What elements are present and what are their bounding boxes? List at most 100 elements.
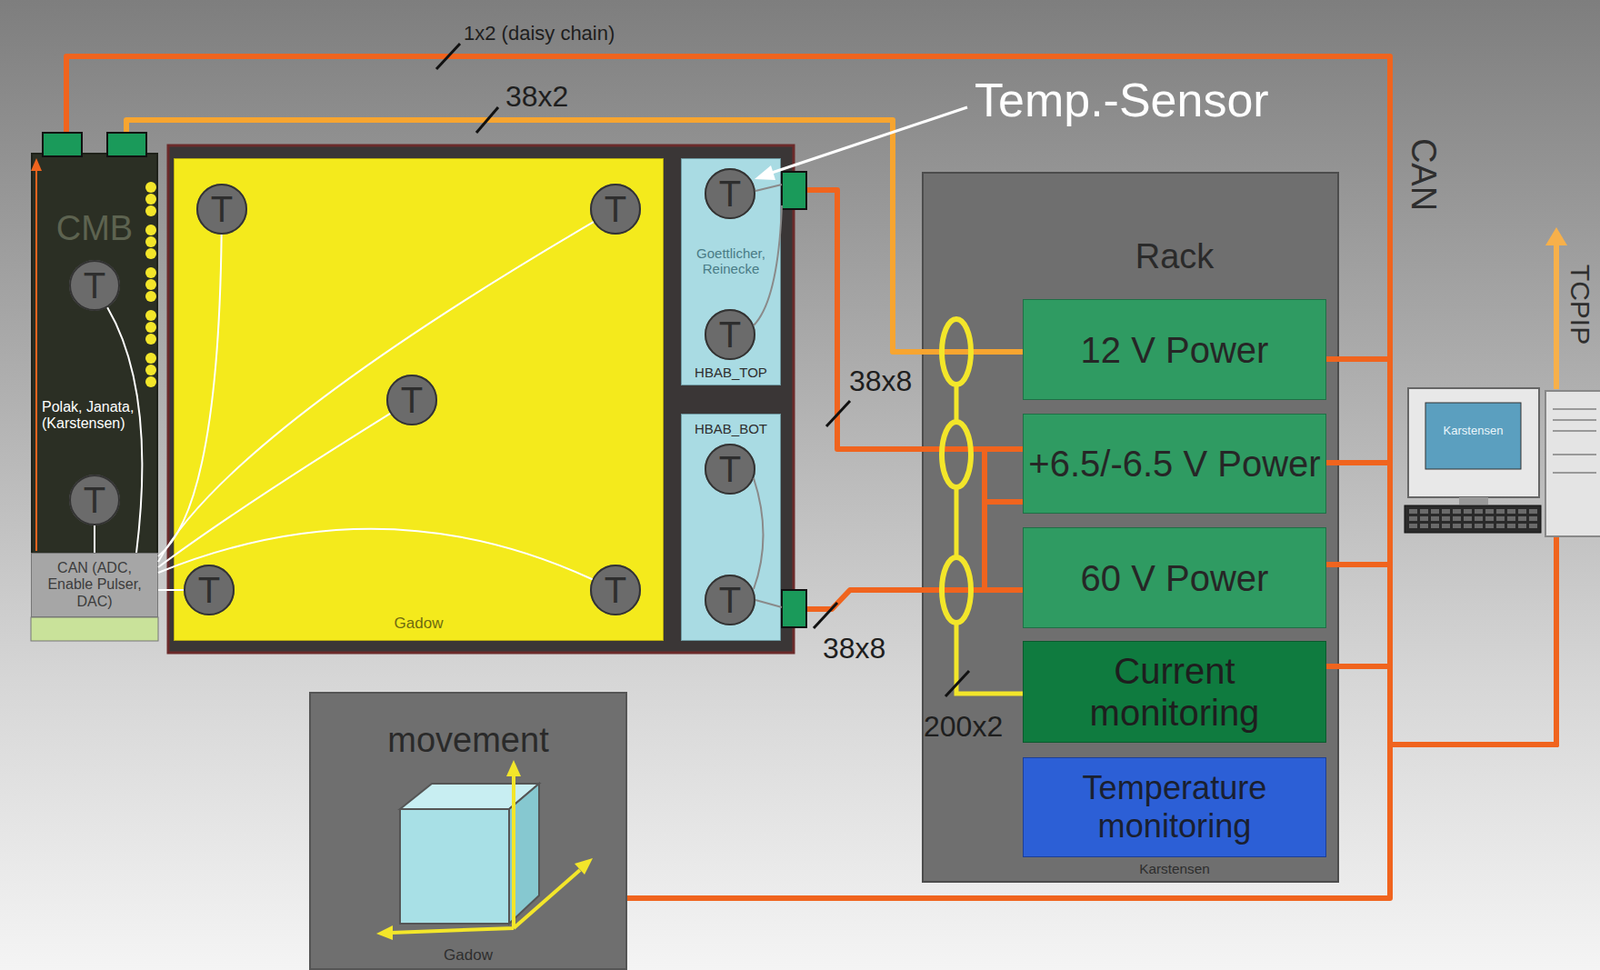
key [1529,516,1538,521]
power-supply: 60 V Power [1022,527,1327,629]
monitor [1408,388,1540,498]
key [1474,509,1483,514]
led [145,321,157,333]
key [1452,516,1461,521]
node-title: Gadow [173,614,664,633]
axis [390,774,580,933]
connector [42,132,82,157]
power-supply: 12 V Power [1022,299,1327,400]
bundle-count: 38x2 [505,81,569,111]
board-strip [30,617,159,641]
tower [1545,390,1600,537]
led [145,310,157,321]
cable [126,120,1023,352]
key [1452,523,1461,529]
sensor-wire [107,307,142,553]
tick [436,43,460,70]
stand [1459,497,1489,505]
node-note: HBAB_TOP [680,364,781,380]
led [145,193,157,205]
temp-sensor: T [590,564,641,616]
key [1518,516,1527,521]
key [1474,516,1483,521]
arrow-head [754,165,776,180]
sensor-letter: T [604,188,627,230]
monitor-cable [956,384,1023,694]
bundle-count: 1x2 (daisy chain) [463,23,615,44]
cmb-details [30,132,159,641]
temp-sensor: T [69,260,120,311]
led [145,224,157,236]
bundle-ticks [436,43,970,697]
cable-ring [941,557,971,623]
temp-sensor: T [183,564,235,616]
sensor-wire [158,221,594,562]
temp-sensor: T [704,574,756,626]
key [1507,509,1516,514]
cable [1326,536,1557,745]
bundle-count: 200x2 [923,711,1003,741]
sensor-letter: T [719,313,741,356]
network-label: TCPIP [1566,264,1594,345]
sensor-letter: T [210,188,233,230]
node-title: HBAB_BOT [680,420,781,437]
hbab-top: Goettlicher, ReineckeHBAB_TOPTT [680,158,781,386]
temp-sensor: T [704,309,756,360]
led [145,352,157,364]
temp-sensor: T [704,443,756,495]
led [145,205,157,217]
board-frame [168,145,794,653]
key [1409,509,1418,514]
cable [66,56,1557,745]
temp-sensor: T [704,168,756,220]
keys [1409,509,1538,529]
led [145,267,157,279]
sensor-letter: T [83,264,106,307]
led [145,376,157,388]
key [1409,516,1418,521]
cable [780,590,1023,610]
cable-ring [941,421,971,488]
sensor-wire [158,529,593,580]
can-wire [35,169,38,551]
rack-wiring [941,319,1023,694]
temp-sensor: T [590,183,641,235]
key [1441,509,1450,514]
key [1496,523,1505,529]
tick [826,400,850,427]
node-title: CMB [30,209,159,250]
cable [1326,536,1557,745]
key [1485,516,1494,521]
cable [780,190,1023,450]
cable [1326,359,1557,745]
key [1452,509,1461,514]
sensor-wire [753,184,782,326]
bundle-count: 38x8 [849,366,912,396]
callout-label: Temp.-Sensor [974,76,1270,124]
key [1518,523,1527,529]
key [1420,516,1429,521]
bus-label: CAN [1406,138,1441,211]
node-title: +6.5/-6.5 V Power [1028,442,1320,485]
key [1529,523,1538,529]
sensor-letter: T [83,479,106,521]
tick [945,670,970,697]
sensor-letter: T [719,172,741,215]
arrow-head [1545,227,1568,246]
node-title: 12 V Power [1080,329,1270,371]
key [1409,523,1418,529]
temp-sensor: T [196,183,248,235]
node-title: movement [309,720,628,761]
key [1496,516,1505,521]
monitor-unit: Temperature monitoringKarstensen [1022,757,1327,858]
key [1430,509,1440,514]
sensor-letter: T [198,569,220,611]
led [145,364,157,376]
cable [1326,462,1557,745]
connector [781,590,807,628]
key [1529,509,1538,514]
sensor-wire [93,525,96,553]
